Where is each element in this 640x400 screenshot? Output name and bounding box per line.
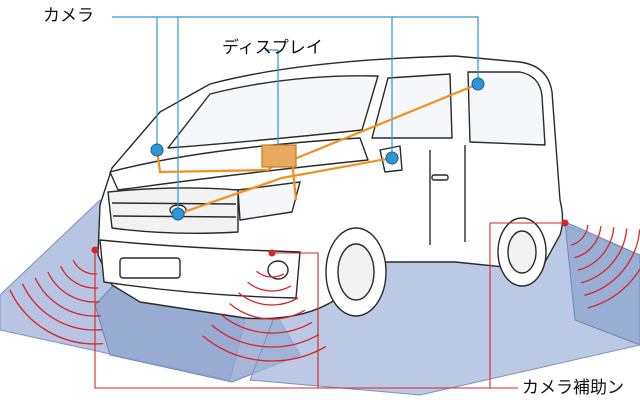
door-handle (432, 175, 448, 180)
camera-label: カメラ (43, 8, 94, 25)
camera-front-icon (151, 144, 163, 156)
sensor-label: カメラ補助ン (522, 380, 624, 397)
camera-rear-icon (472, 78, 484, 90)
camera-grille-icon (172, 208, 184, 220)
grille-bar (112, 203, 236, 204)
display-unit (262, 145, 296, 167)
rear-wheel-hub (508, 231, 536, 273)
sensor-front-icon (269, 250, 276, 257)
sensor-rear-icon (562, 220, 569, 227)
front-wheel-hub (338, 244, 374, 300)
license-plate (120, 258, 180, 278)
display-label: ディスプレイ (222, 40, 323, 57)
sensor-left-icon (92, 247, 99, 254)
camera-mirror-icon (386, 152, 398, 164)
